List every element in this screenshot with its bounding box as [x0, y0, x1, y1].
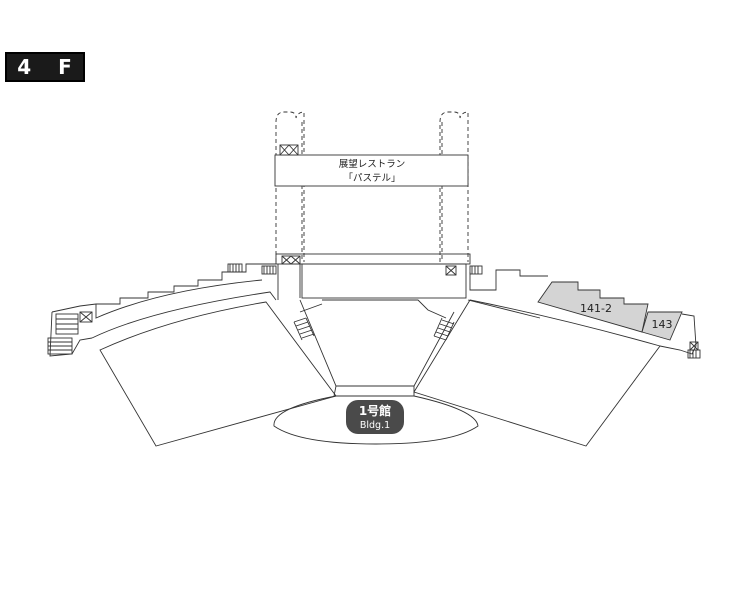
building-forecourt — [273, 395, 479, 445]
building-name-ja: 1号館 — [359, 403, 391, 418]
floor-number: 4 — [17, 55, 33, 79]
left-lecture-hall — [99, 301, 337, 447]
right-lecture-hall — [413, 299, 661, 447]
elevator-icon — [279, 144, 299, 156]
stairs-left — [293, 317, 315, 341]
building-name-en: Bldg.1 — [360, 420, 390, 431]
right-wing — [467, 265, 701, 359]
floor-letter: F — [58, 55, 73, 79]
room-141-2[interactable] — [537, 281, 649, 333]
building-badge[interactable] — [346, 400, 404, 434]
room-143-label: 143 — [652, 318, 673, 331]
room-143[interactable] — [641, 311, 683, 341]
restaurant-subname: 「パステル」 — [343, 173, 400, 184]
left-wing — [47, 263, 277, 357]
restaurant-name: 展望レストラン — [339, 158, 406, 170]
central-corridor — [275, 253, 471, 300]
central-hall — [299, 299, 455, 397]
room-141-2-label: 141-2 — [580, 302, 612, 315]
restaurant-area[interactable] — [274, 154, 469, 187]
stairs-right — [433, 317, 455, 341]
upper-wing-outline — [275, 111, 469, 262]
floor-indicator: 4 F — [5, 52, 85, 82]
